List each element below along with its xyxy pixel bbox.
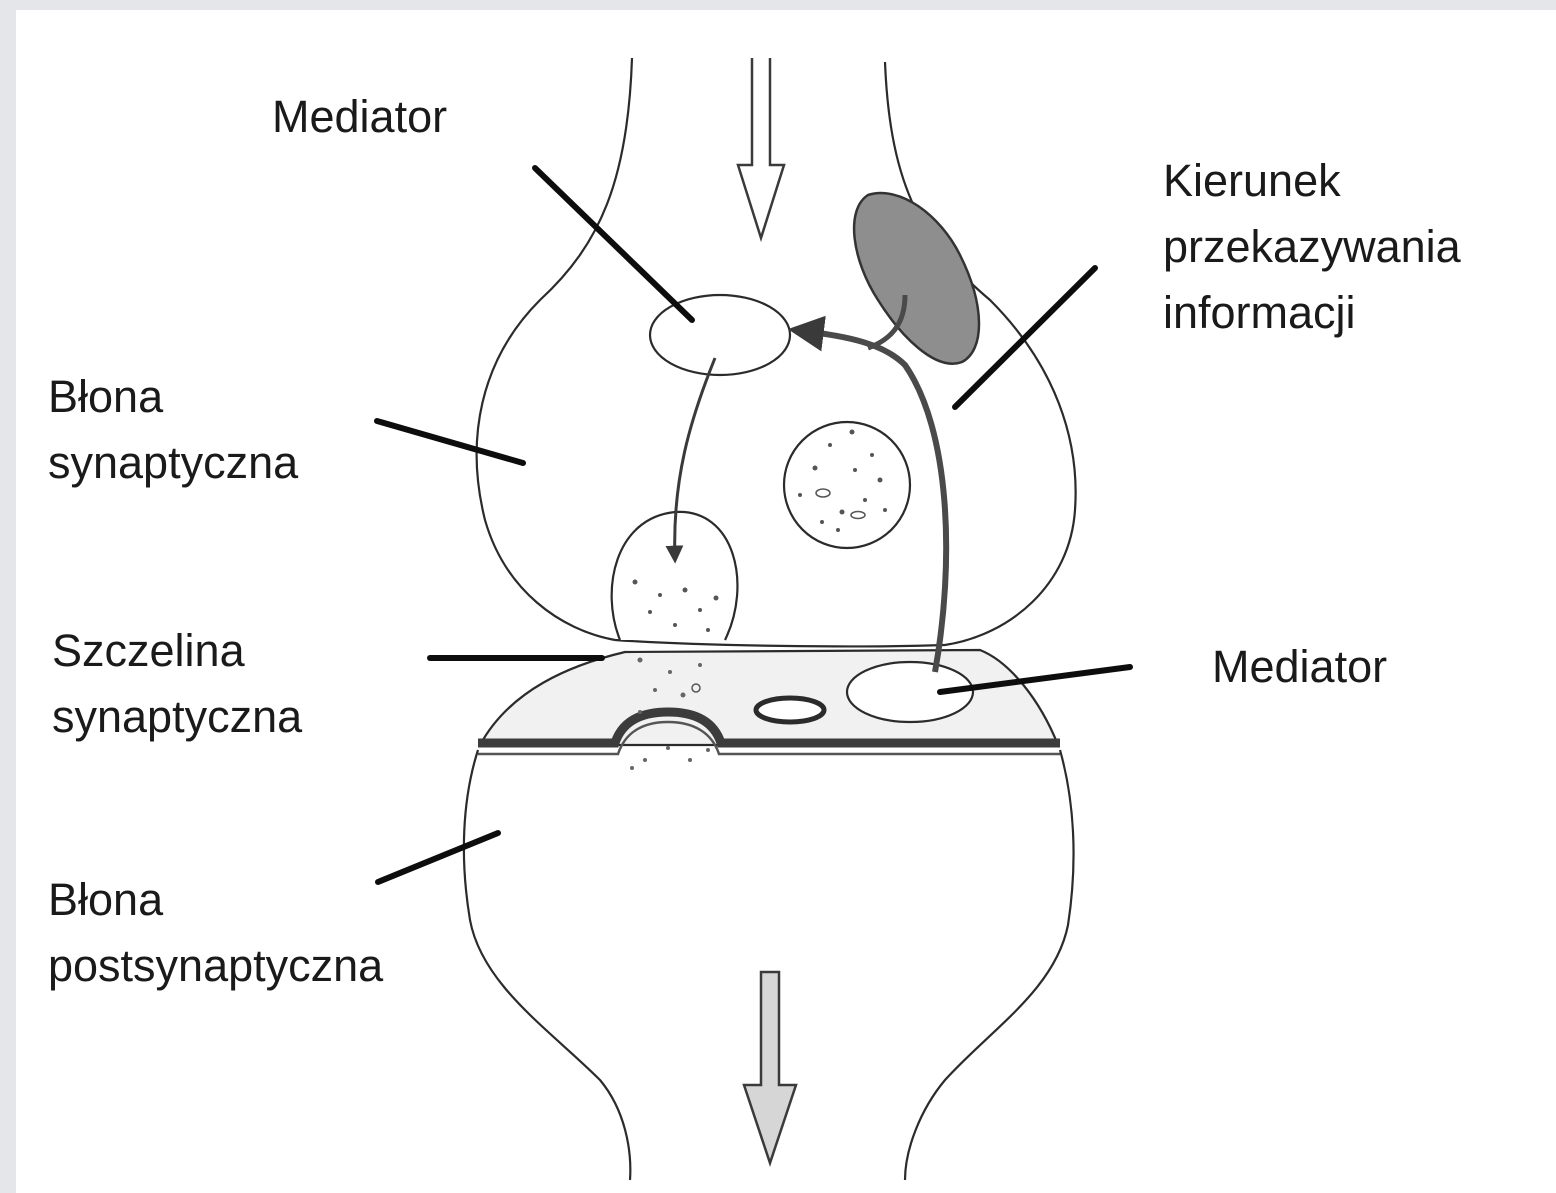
label-direction-line1: Kierunek — [1163, 148, 1461, 214]
label-synaptic-membrane-line2: synaptyczna — [48, 430, 298, 496]
label-postsynaptic-membrane: Błona postsynaptyczna — [48, 867, 383, 999]
vesicle-large — [784, 422, 910, 548]
label-direction-line2: przekazywania — [1163, 214, 1461, 280]
label-synaptic-cleft: Szczelina synaptyczna — [52, 618, 302, 750]
label-postsynaptic-membrane-line1: Błona — [48, 867, 383, 933]
label-direction: Kierunek przekazywania informacji — [1163, 148, 1461, 346]
cleft-ring — [756, 698, 824, 722]
label-synaptic-membrane: Błona synaptyczna — [48, 364, 298, 496]
label-synaptic-membrane-line1: Błona — [48, 364, 298, 430]
mitochondrion — [854, 193, 979, 364]
leader-postsynaptic-membrane — [378, 833, 498, 882]
label-postsynaptic-membrane-line2: postsynaptyczna — [48, 933, 383, 999]
vesicle-top — [650, 295, 790, 375]
label-synaptic-cleft-line2: synaptyczna — [52, 684, 302, 750]
top-direction-arrow — [738, 58, 784, 238]
label-mediator-bottom: Mediator — [1212, 634, 1387, 700]
label-mediator-top: Mediator — [272, 84, 447, 150]
leader-synaptic-membrane — [377, 421, 523, 463]
label-direction-line3: informacji — [1163, 280, 1461, 346]
label-synaptic-cleft-line1: Szczelina — [52, 618, 302, 684]
leader-mediator-top — [535, 168, 692, 320]
bottom-direction-arrow — [744, 972, 796, 1163]
